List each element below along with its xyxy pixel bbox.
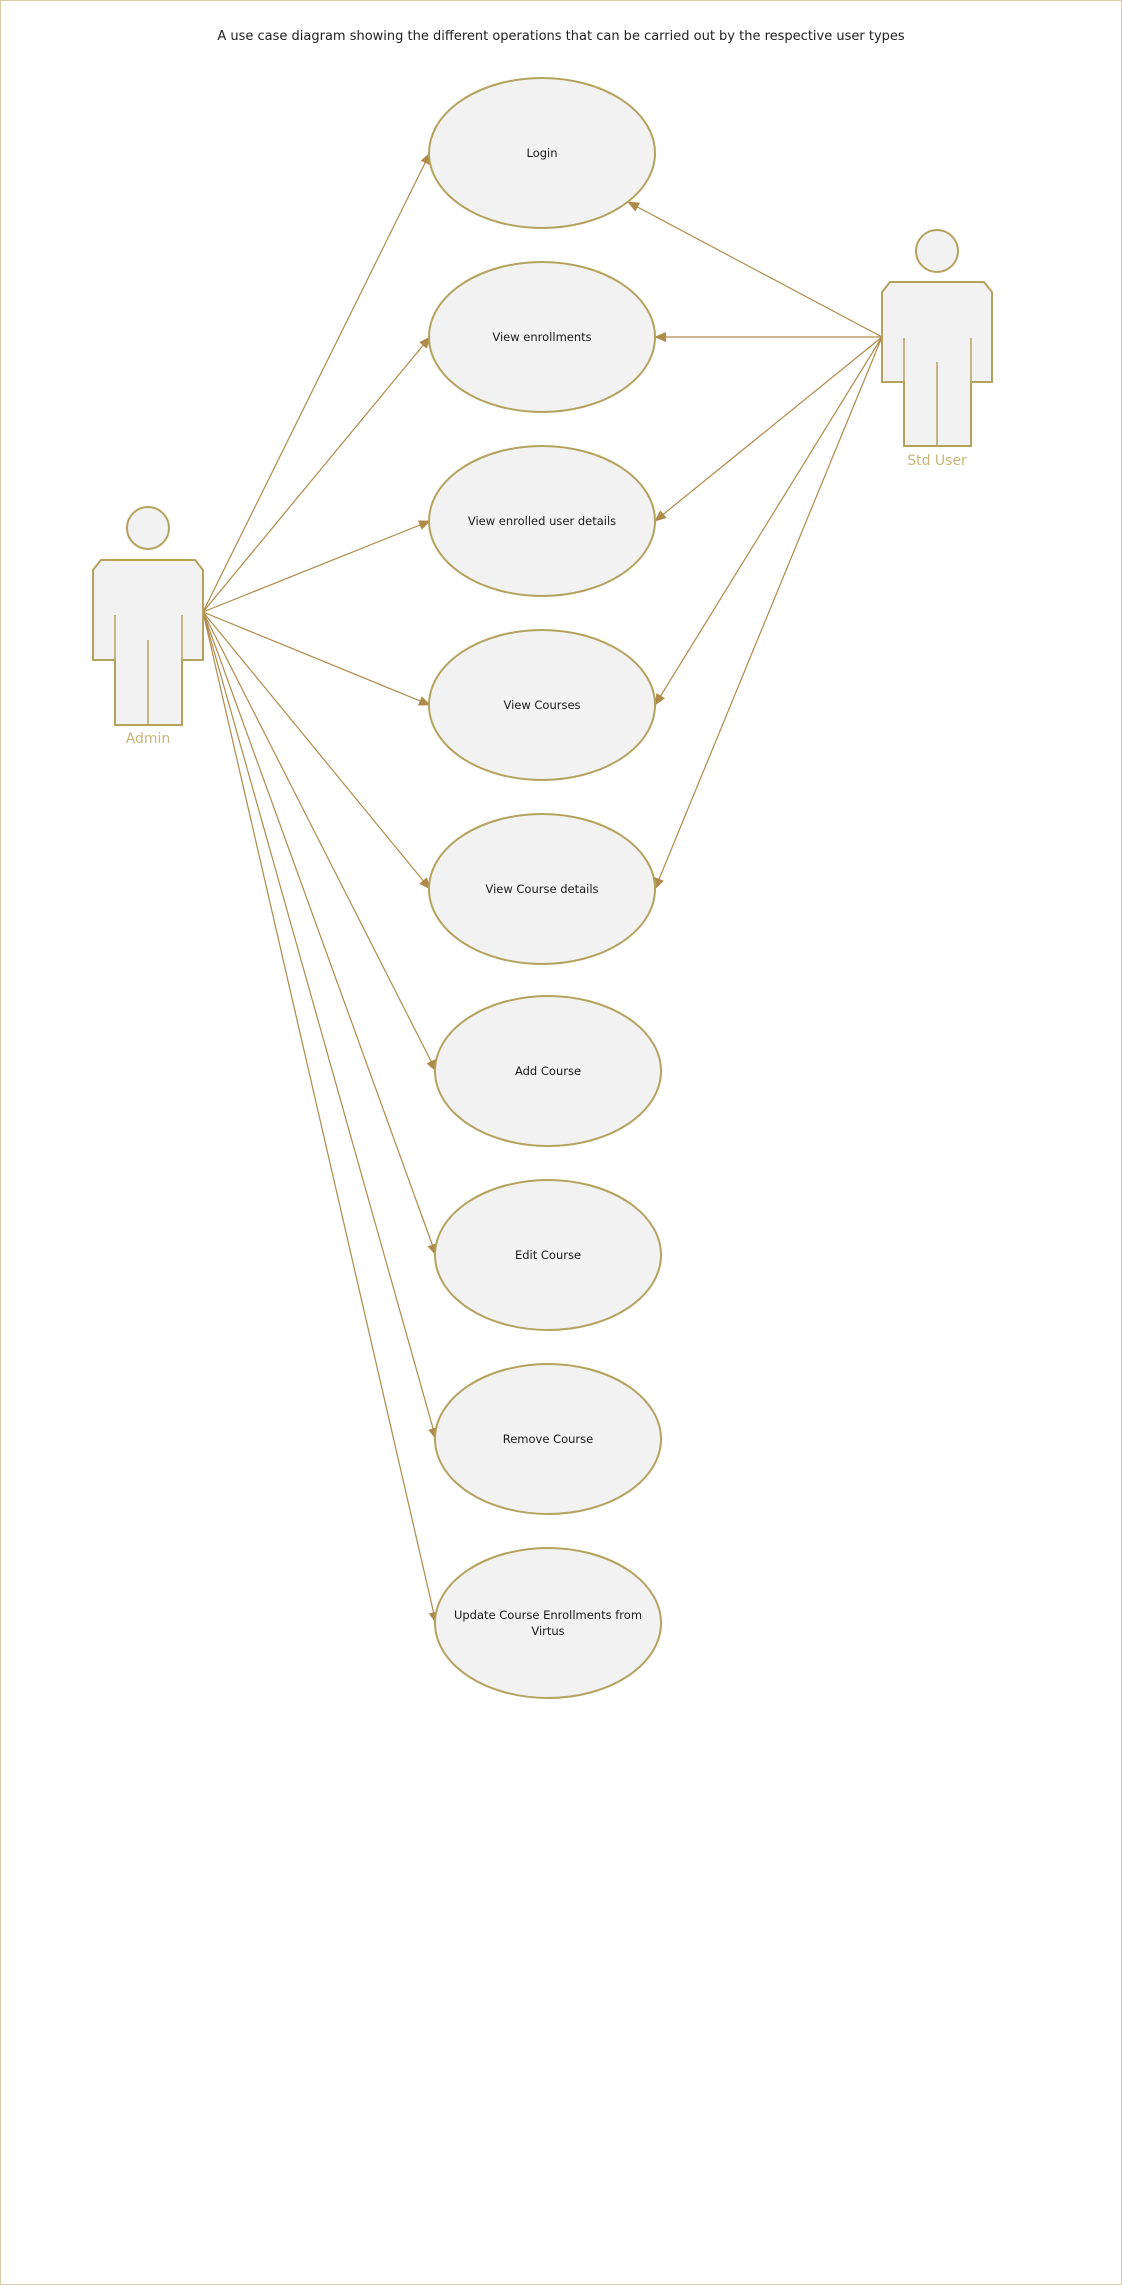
use-case-2[interactable]: View enrolled user details	[428, 445, 656, 597]
use-case-ellipse	[434, 1547, 662, 1699]
use-case-label: Edit Course	[515, 1248, 581, 1262]
admin-association-arrow	[202, 611, 439, 1624]
association-links	[202, 152, 883, 1624]
use-case-ellipse	[428, 629, 656, 781]
use-case-label: Add Course	[515, 1064, 581, 1078]
actor-std-user[interactable]: Std User	[881, 229, 993, 469]
actor-admin-label: Admin	[126, 731, 171, 747]
admin-association-arrow	[202, 611, 438, 1440]
use-case-ellipse	[428, 445, 656, 597]
use-case-label: Update Course Enrollments from	[454, 1608, 642, 1622]
std-user-association-arrow	[627, 201, 883, 338]
std-user-association-arrow	[654, 336, 883, 522]
admin-association-arrow	[202, 336, 431, 613]
admin-association-arrow	[202, 611, 431, 890]
use-case-label: Remove Course	[503, 1432, 593, 1446]
use-case-4[interactable]: View Course details	[428, 813, 656, 965]
admin-association-arrow	[202, 611, 437, 1072]
use-case-label: Login	[526, 146, 557, 160]
use-case-label: View enrollments	[492, 330, 591, 344]
use-case-0[interactable]: Login	[428, 77, 656, 229]
actor-std-user-label: Std User	[907, 453, 967, 469]
admin-association-arrow	[202, 520, 431, 613]
use-case-6[interactable]: Edit Course	[434, 1179, 662, 1331]
admin-association-arrow	[202, 152, 431, 613]
use-case-label: Virtus	[531, 1624, 564, 1638]
use-case-label: View Course details	[485, 882, 598, 896]
use-case-3[interactable]: View Courses	[428, 629, 656, 781]
use-case-7[interactable]: Remove Course	[434, 1363, 662, 1515]
use-case-ellipse	[428, 77, 656, 229]
diagram-title: A use case diagram showing the different…	[217, 29, 905, 44]
admin-association-arrow	[202, 611, 431, 706]
use-case-ellipse	[428, 261, 656, 413]
use-case-1[interactable]: View enrollments	[428, 261, 656, 413]
use-case-label: View enrolled user details	[468, 514, 616, 528]
actor-admin-head	[126, 506, 170, 550]
admin-association-arrow	[202, 611, 437, 1256]
use-case-ellipse	[434, 1179, 662, 1331]
actor-std-user-head	[915, 229, 959, 273]
use-case-ellipse	[428, 813, 656, 965]
actor-admin[interactable]: Admin	[92, 506, 204, 747]
use-case-label: View Courses	[503, 698, 580, 712]
use-case-ellipse	[434, 1363, 662, 1515]
std-user-association-arrow	[654, 336, 883, 890]
std-user-association-arrow	[654, 336, 883, 706]
use-case-ellipse	[434, 995, 662, 1147]
use-case-5[interactable]: Add Course	[434, 995, 662, 1147]
